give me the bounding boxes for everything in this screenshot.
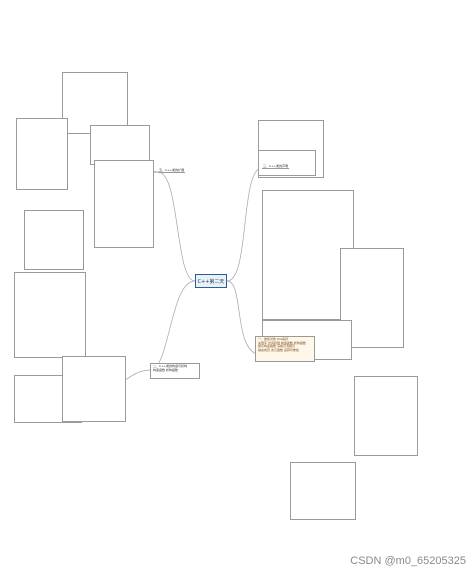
left-bottom-note: 二、C++类的构造与析构 构造函数 析构函数 [150, 363, 200, 379]
left-bottom-line-1: 二、C++类的构造与析构 [153, 364, 188, 368]
left-bottom-line-2: 构造函数 析构函数 [153, 367, 178, 372]
highlight-line-4: 静态成员 友元函数 运算符重载 [258, 347, 299, 352]
central-topic: C++第二天 [195, 274, 227, 288]
notes-block-right-mid [258, 150, 316, 176]
notes-block-left-code [14, 272, 86, 358]
highlight-line-1: 一、类和对象 this指针 [258, 337, 289, 341]
notes-block-right-code2 [354, 376, 418, 456]
notes-block-right-bottom [290, 462, 356, 520]
highlight-note: 一、类和对象 this指针 关键字 访问权限 构造函数 析构函数 拷贝构造函数 … [255, 336, 315, 362]
notes-block-left-bottom2 [62, 356, 126, 422]
notes-block-left-upper [62, 72, 128, 134]
branch-label-left-top: 五、C++类的扩展 [158, 168, 186, 173]
branch-label-right-top: 三、C++类的声明 [262, 164, 290, 169]
notes-block-left-mid2 [90, 125, 150, 165]
notes-block-left-mid3 [94, 160, 154, 248]
notes-block-left-middle [16, 118, 68, 190]
watermark: CSDN @m0_65205325 [350, 555, 466, 567]
notes-block-left-lower [24, 210, 84, 270]
highlight-line-2: 关键字 访问权限 构造函数 析构函数 [258, 340, 306, 345]
notes-block-right-list [262, 190, 354, 320]
highlight-line-3: 拷贝构造函数 深拷贝浅拷贝 [258, 344, 295, 349]
